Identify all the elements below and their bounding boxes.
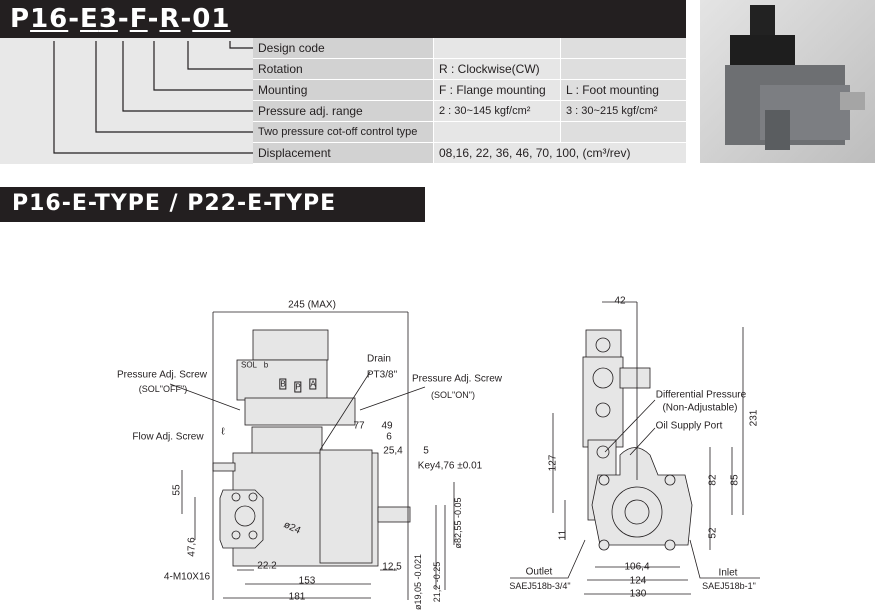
drain-label: Drain bbox=[367, 353, 391, 365]
dim-245-max: 245 (MAX) bbox=[288, 299, 336, 311]
pressure-screw-off-label: Pressure Adj. Screw bbox=[116, 369, 208, 381]
dim-77: 77 bbox=[353, 420, 365, 432]
diff-pressure-sub: (Non-Adjustable) bbox=[662, 402, 738, 414]
pressure-screw-on-label: Pressure Adj. Screw bbox=[411, 373, 503, 385]
pressure-screw-on-sub: (SOL"ON") bbox=[431, 390, 475, 400]
dim-55: 55 bbox=[171, 484, 183, 496]
dim-106-4: 106,4 bbox=[624, 561, 650, 573]
diff-pressure-label: Differential Pressure bbox=[655, 389, 747, 401]
section-title: P16-E-TYPE / P22-E-TYPE bbox=[12, 191, 337, 216]
dim-181: 181 bbox=[288, 591, 306, 603]
dim-85: 85 bbox=[729, 474, 741, 486]
dimension-lines bbox=[169, 301, 760, 600]
dim-231: 231 bbox=[748, 409, 760, 427]
outlet-label: Outlet bbox=[525, 566, 553, 578]
dim-19-05: ø19,05 -0.021 bbox=[413, 553, 423, 611]
sol-b-label: b bbox=[263, 360, 269, 370]
oil-supply-label: Oil Supply Port bbox=[655, 420, 723, 432]
dim-5: 5 bbox=[423, 445, 429, 457]
sol-label: SOL bbox=[240, 360, 258, 370]
drain-size: PT3/8" bbox=[366, 369, 398, 381]
dim-153: 153 bbox=[298, 575, 316, 587]
inlet-size: SAEJ518b-1" bbox=[702, 581, 756, 591]
dim-12-5: 12,5 bbox=[382, 561, 402, 573]
bolt-spec: 4-M10X16 bbox=[163, 571, 211, 583]
dim-22-2: 22.2 bbox=[257, 560, 277, 572]
dim-6: 6 bbox=[386, 431, 392, 443]
inlet-label: Inlet bbox=[718, 567, 738, 579]
dim-42: 42 bbox=[614, 295, 626, 307]
model-code: P16-E3-F-R-01 bbox=[10, 4, 231, 34]
pump-photo bbox=[700, 0, 875, 163]
side-view bbox=[212, 329, 411, 567]
dim-l: ℓ bbox=[221, 426, 225, 438]
dim-82: 82 bbox=[707, 474, 719, 486]
dim-49: 49 bbox=[381, 420, 393, 432]
dim-21-2: 21,2 -0.25 bbox=[432, 561, 442, 603]
port-a: A bbox=[309, 378, 317, 390]
key-dim: Key4,76 ±0.01 bbox=[417, 460, 483, 472]
outlet-size: SAEJ518b-3/4" bbox=[509, 581, 571, 591]
port-b: B bbox=[279, 378, 287, 390]
pressure-screw-off-sub: (SOL"OFF") bbox=[138, 384, 188, 394]
dim-52: 52 bbox=[707, 527, 719, 539]
dim-124: 124 bbox=[629, 575, 647, 587]
dim-25-4: 25,4 bbox=[383, 445, 403, 457]
front-view bbox=[582, 329, 693, 551]
dim-82-55: ø82,55 -0.05 bbox=[453, 497, 463, 549]
dim-11: 11 bbox=[557, 529, 569, 541]
dim-47-6: 47,6 bbox=[186, 537, 198, 557]
code-leader-lines bbox=[53, 41, 253, 154]
dim-130: 130 bbox=[629, 588, 647, 600]
table-row: Two pressure cot-off control type bbox=[253, 122, 686, 143]
dim-127: 127 bbox=[547, 454, 559, 472]
port-p: P bbox=[294, 381, 302, 393]
flow-screw-label: Flow Adj. Screw bbox=[132, 431, 204, 443]
model-code-header bbox=[0, 0, 686, 38]
section-header bbox=[0, 187, 425, 222]
table-row: Design code bbox=[253, 38, 686, 59]
